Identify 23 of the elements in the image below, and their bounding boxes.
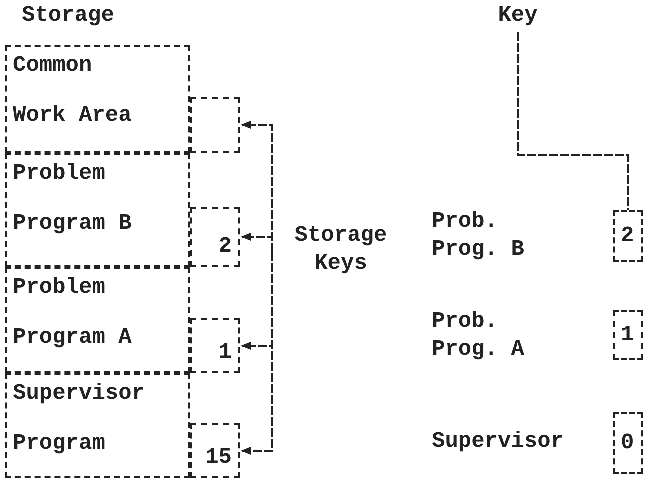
- heading: Storage: [22, 2, 114, 30]
- key-box: [190, 207, 240, 267]
- region-label: Common Work Area: [13, 52, 133, 130]
- key-value: 15: [206, 445, 232, 470]
- region-label: Problem Program B: [13, 160, 133, 238]
- arrow: [241, 233, 273, 252]
- key-box: [613, 210, 643, 262]
- key-caption: Prob. Prog. B: [432, 208, 526, 264]
- key-caption: Supervisor: [432, 428, 564, 456]
- key-box: [190, 97, 240, 153]
- key-box: [613, 310, 643, 360]
- key-caption: Prob. Prog. A: [432, 308, 526, 364]
- key-box: [190, 423, 240, 478]
- arrow: [241, 252, 273, 455]
- region-label: Supervisor Program: [13, 380, 146, 458]
- key-value: 2: [218, 234, 232, 259]
- key-box: [190, 318, 240, 373]
- region-label: Problem Program A: [13, 274, 133, 352]
- key-box: [613, 412, 643, 474]
- key-value: 1: [621, 322, 634, 348]
- key-value: 0: [621, 430, 634, 456]
- key-value: 2: [621, 224, 634, 248]
- key-value: 1: [218, 340, 232, 365]
